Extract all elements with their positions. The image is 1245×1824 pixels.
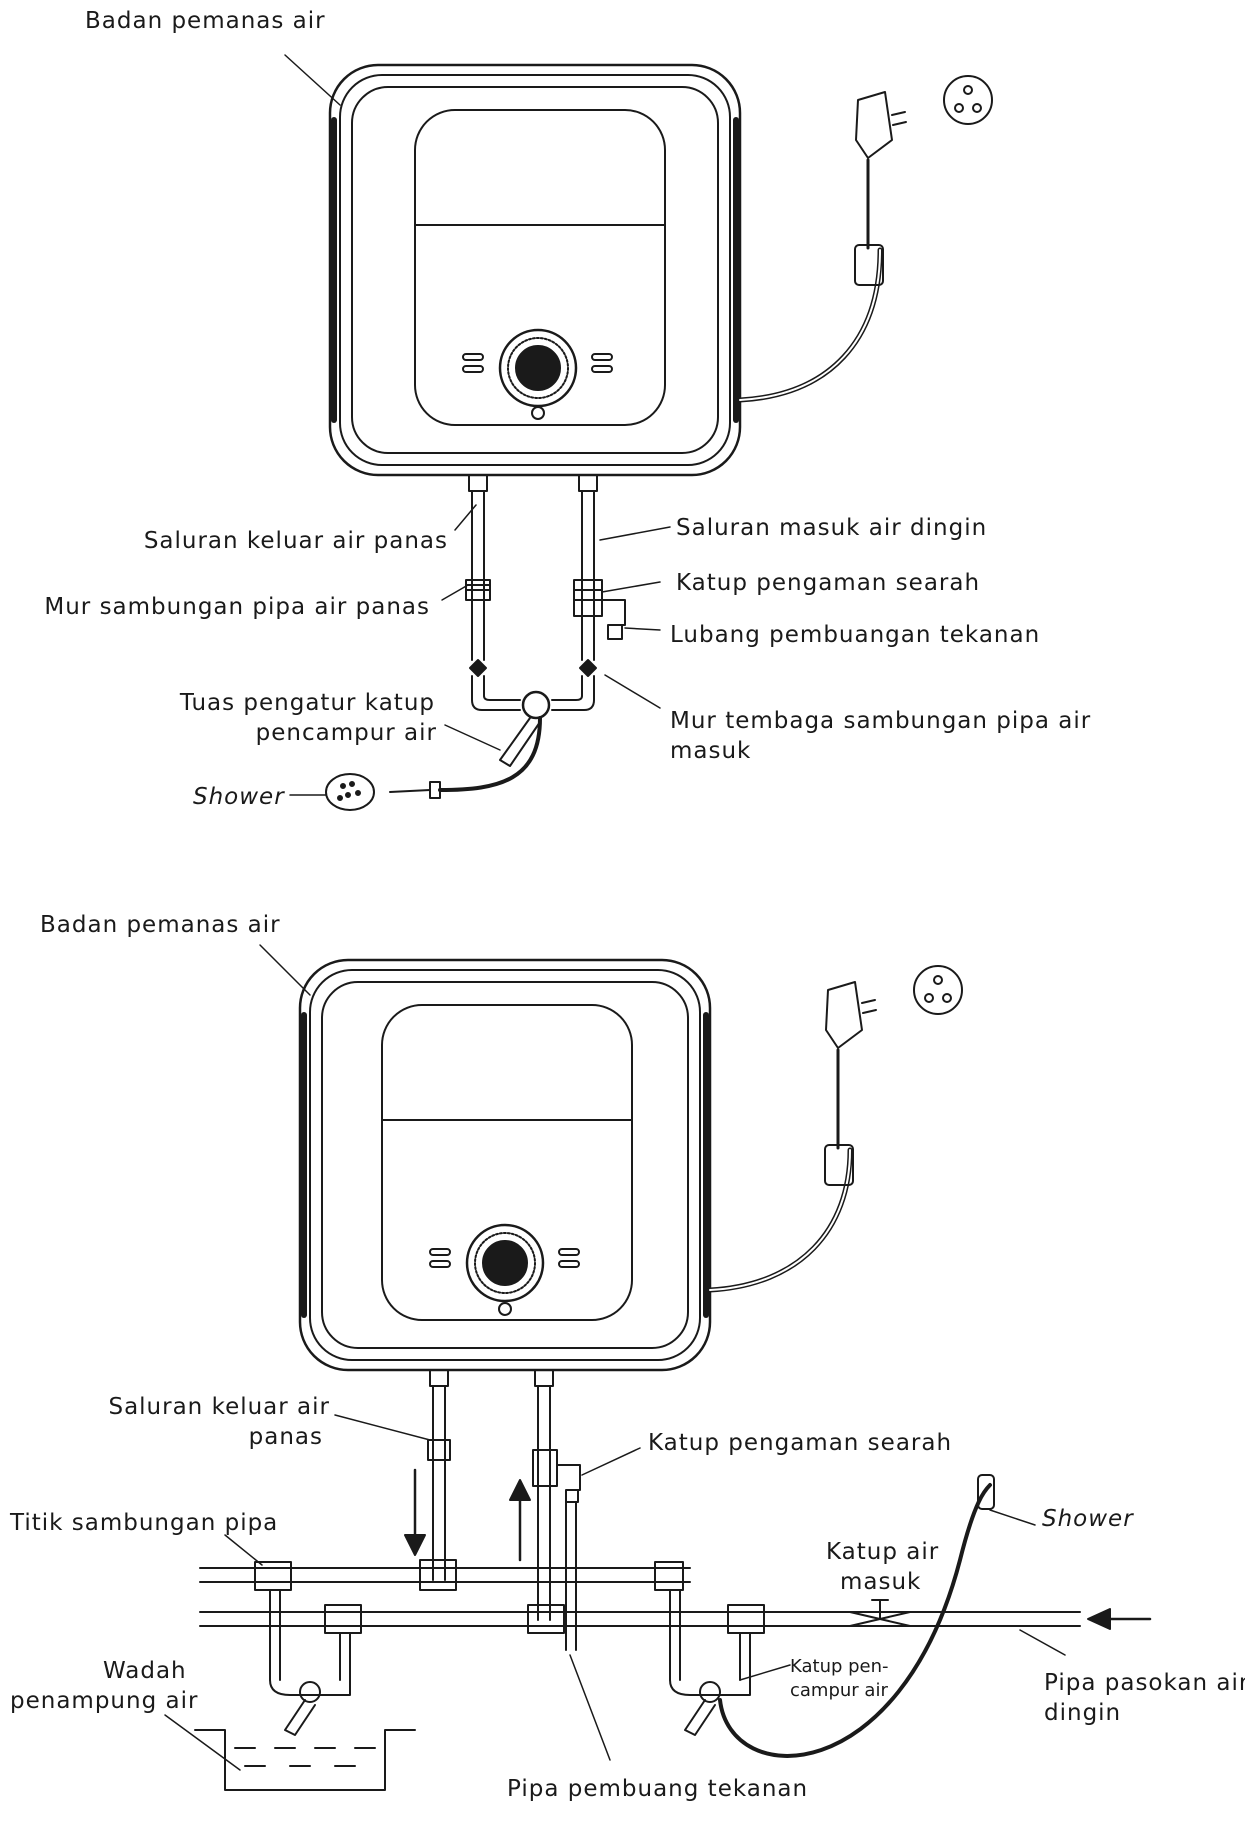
bottom-heater-body	[298, 958, 712, 1372]
bottom-label-mixer-2: campur air	[790, 1680, 888, 1701]
top-label-lever-2: pencampur air	[255, 720, 437, 746]
top-pipes	[325, 474, 626, 811]
top-label-body: Badan pemanas air	[85, 8, 326, 34]
bottom-label-inlet-valve-1: Katup air	[826, 1539, 940, 1565]
top-heater-body	[328, 63, 742, 477]
bottom-label-supply-2: dingin	[1044, 1700, 1122, 1726]
top-heater-front-panel	[414, 109, 666, 426]
bottom-thermostat-knob	[429, 1223, 580, 1316]
top-socket-icon	[943, 75, 993, 125]
bottom-label-check-valve: Katup pengaman searah	[648, 1430, 953, 1456]
bottom-label-mixer-1: Katup pen-	[790, 1656, 889, 1677]
bottom-power-cord	[707, 981, 877, 1293]
bottom-label-joint: Titik sambungan pipa	[10, 1510, 279, 1536]
top-thermostat-knob	[462, 328, 613, 420]
top-leader-lines	[284, 54, 671, 796]
bottom-label-inlet-valve-2: masuk	[840, 1569, 922, 1595]
bottom-label-drain: Pipa pembuang tekanan	[507, 1776, 809, 1802]
top-label-copper-nut-1: Mur tembaga sambungan pipa air	[670, 708, 1092, 734]
top-power-cord	[737, 91, 907, 403]
top-label-shower: Shower	[193, 784, 285, 810]
bottom-label-hot-outlet-2: panas	[248, 1424, 323, 1450]
bottom-label-body: Badan pemanas air	[40, 912, 281, 938]
top-label-copper-nut-2: masuk	[670, 738, 752, 764]
top-label-hot-nut: Mur sambungan pipa air panas	[44, 594, 430, 620]
bottom-heater-front-panel	[381, 1004, 633, 1321]
bottom-label-hot-outlet-1: Saluran keluar air	[108, 1394, 330, 1420]
bottom-leader-lines	[164, 944, 1066, 1771]
top-label-lever-1: Tuas pengatur katup	[179, 690, 435, 716]
top-label-cold-inlet: Saluran masuk air dingin	[676, 515, 988, 541]
bottom-label-container-1: Wadah	[103, 1658, 187, 1684]
top-label-hot-outlet: Saluran keluar air panas	[143, 528, 448, 554]
top-label-check-valve: Katup pengaman searah	[676, 570, 981, 596]
bottom-socket-icon	[913, 965, 963, 1015]
bottom-label-container-2: penampung air	[10, 1688, 199, 1714]
top-label-relief-hole: Lubang pembuangan tekanan	[670, 622, 1041, 648]
bottom-label-supply-1: Pipa pasokan air	[1044, 1670, 1245, 1696]
bottom-piping	[194, 1369, 1152, 1791]
bottom-label-shower: Shower	[1042, 1506, 1134, 1532]
